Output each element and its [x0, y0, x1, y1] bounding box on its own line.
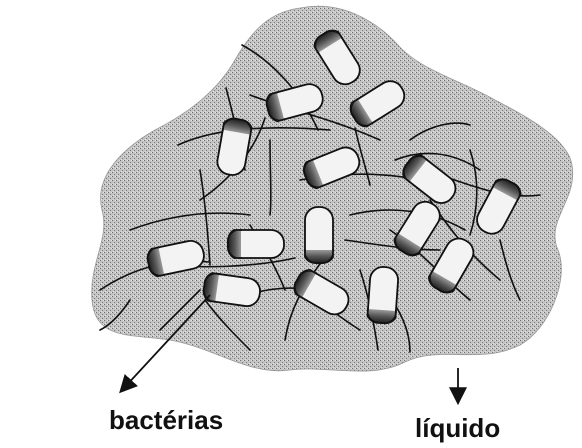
- bacterium-icon: [228, 230, 284, 258]
- liquid-label: líquido: [415, 415, 500, 441]
- bacterium-icon: [367, 266, 399, 324]
- bacterium-icon: [305, 207, 333, 263]
- bacteria-label: bactérias: [109, 407, 223, 433]
